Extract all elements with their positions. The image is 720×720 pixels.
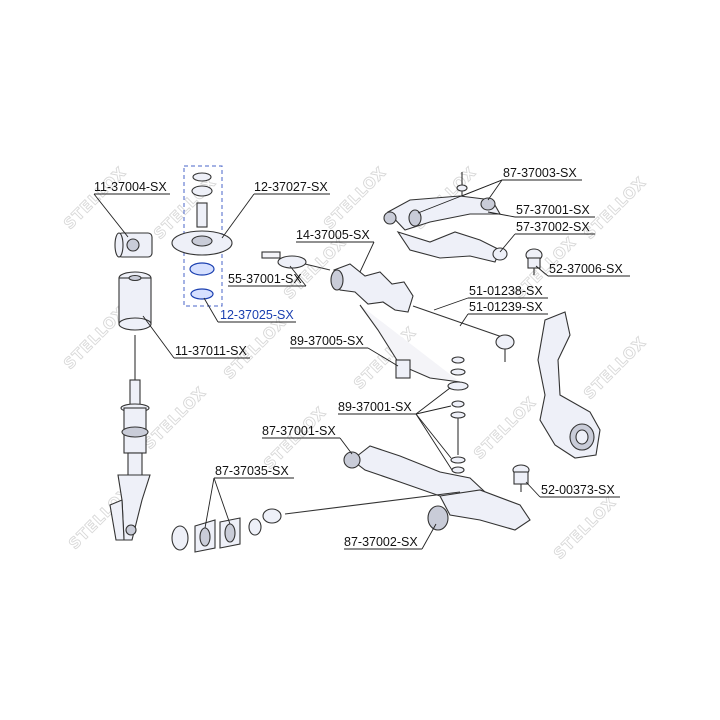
- part-label-57-37002[interactable]: 57-37002-SX: [516, 220, 590, 234]
- part-label-89-37005[interactable]: 89-37005-SX: [290, 334, 364, 348]
- part-label-52-37006[interactable]: 52-37006-SX: [549, 262, 623, 276]
- strut-mount-drawing: [171, 165, 233, 307]
- part-label-11-37011[interactable]: 11-37011-SX: [175, 344, 247, 358]
- part-label-55-37001[interactable]: 55-37001-SX: [228, 272, 302, 286]
- part-label-51-01238[interactable]: 51-01238-SX: [469, 284, 543, 298]
- part-label-87-37001[interactable]: 87-37001-SX: [262, 424, 336, 438]
- watermark-text: STELLOX: [470, 393, 540, 463]
- watermark-text: STELLOX: [550, 493, 620, 563]
- upper-control-arm-drawing: [383, 172, 508, 263]
- upper-bushing-drawing: [114, 232, 153, 258]
- radius-rod-drawing: [262, 491, 461, 524]
- steering-knuckle-drawing: [537, 311, 601, 459]
- stabilizer-link-drawing: [447, 356, 469, 474]
- part-label-87-37035[interactable]: 87-37035-SX: [215, 464, 289, 478]
- part-label-87-37002[interactable]: 87-37002-SX: [344, 535, 418, 549]
- lower-arm-drawing: [343, 445, 531, 531]
- watermark-text: STELLOX: [140, 383, 210, 453]
- lower-ball-joint-drawing: [512, 464, 530, 492]
- steering-boot-drawing: [330, 263, 414, 313]
- part-labels: 11-37004-SX 12-37027-SX 87-37003-SX 57-3…: [94, 166, 623, 549]
- watermark-text: STELLOX: [580, 173, 650, 243]
- bump-stop-drawing: [118, 271, 152, 331]
- part-label-87-37003[interactable]: 87-37003-SX: [503, 166, 577, 180]
- stabilizer-bar-drawing: [359, 304, 461, 383]
- part-label-11-37004[interactable]: 11-37004-SX: [94, 180, 167, 194]
- leader-lines: [93, 179, 630, 550]
- inner-tie-rod-drawing: [412, 305, 515, 362]
- watermark-text: STELLOX: [580, 333, 650, 403]
- part-label-89-37001[interactable]: 89-37001-SX: [338, 400, 412, 414]
- part-label-57-37001[interactable]: 57-37001-SX: [516, 203, 590, 217]
- part-label-51-01239[interactable]: 51-01239-SX: [469, 300, 543, 314]
- watermark-text: STELLOX: [320, 163, 390, 233]
- watermark-text: STELLOX: [60, 163, 130, 233]
- upper-ball-joint-drawing: [525, 248, 543, 275]
- part-label-52-00373[interactable]: 52-00373-SX: [541, 483, 615, 497]
- part-label-14-37005[interactable]: 14-37005-SX: [296, 228, 370, 242]
- radius-rod-bushing-drawing: [171, 517, 262, 553]
- part-label-12-37025[interactable]: 12-37025-SX: [220, 308, 294, 322]
- part-label-12-37027[interactable]: 12-37027-SX: [254, 180, 328, 194]
- shock-absorber-drawing: [109, 335, 151, 541]
